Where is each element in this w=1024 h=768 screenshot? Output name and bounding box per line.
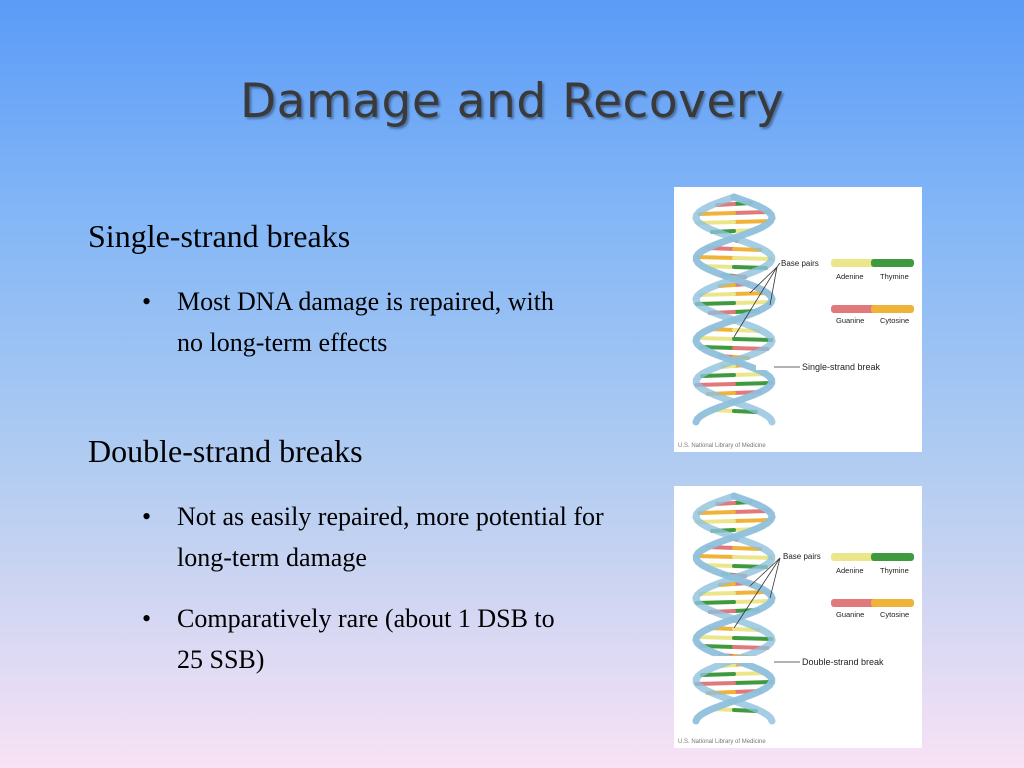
adenine-swatch [831,553,877,561]
bullet-text: Most DNA damage is repaired, with no lon… [177,287,554,357]
dna-backbone-strand [692,492,776,725]
base-pair-rung [732,381,774,386]
base-pair-rung [694,681,736,686]
dna-backbone-strand [692,193,776,426]
base-pair-rung [732,219,773,224]
break-label: Double-strand break [802,657,884,667]
strand-break-gap [756,363,770,370]
bullet-item: • Comparatively rare (about 1 DSB to 25 … [142,598,582,680]
base-pair-rung [697,510,736,515]
image-credit: U.S. National Library of Medicine [678,443,766,449]
base-pair-rung [732,518,773,523]
base-pair-rung [732,256,774,261]
thymine-swatch [871,553,914,561]
guanine-swatch [831,599,877,607]
bullet-glyph: • [142,604,152,633]
base-pair-rung [700,672,736,677]
bullet-text: Comparatively rare (about 1 DSB to 25 SS… [177,604,555,674]
dna-helix-illustration [692,492,776,725]
strand-break-gap [714,656,770,663]
base-pair-rung [698,591,736,596]
base-pair-rung [732,555,774,560]
adenine-label: Adenine [836,272,864,281]
section-heading-single-strand: Single-strand breaks [88,218,351,254]
base-pair-rung [732,680,774,685]
base-pair-rung [700,373,736,378]
base-pair-rung [694,255,736,260]
bullet-text: Not as easily repaired, more potential f… [177,502,604,572]
thymine-label: Thymine [880,566,909,575]
slide-title: Damage and Recovery [239,74,785,129]
bullet-glyph: • [142,287,152,316]
thymine-swatch [871,259,914,267]
guanine-label: Guanine [836,316,864,325]
base-pair-rung [732,599,774,604]
base-pair-rung [732,300,774,305]
dna-backbone-strand [692,193,776,426]
adenine-swatch [831,259,877,267]
base-pair-rung [697,211,736,216]
bullet-item: • Not as easily repaired, more potential… [142,496,612,578]
break-label: Single-strand break [802,362,881,372]
dna-backbone-strand [692,492,776,725]
dna-helix-illustration [692,193,776,426]
image-credit: U.S. National Library of Medicine [678,739,766,745]
dna-figure-double-strand: Base pairs Adenine Thymine Guanine Cytos… [674,486,922,748]
guanine-label: Guanine [836,610,864,619]
base-pair-rung [732,636,774,641]
base-pair-rung [694,382,736,387]
cytosine-label: Cytosine [880,610,909,619]
base-pairs-label: Base pairs [783,552,821,561]
cytosine-label: Cytosine [880,316,909,325]
thymine-label: Thymine [880,272,909,281]
cytosine-swatch [871,305,914,313]
base-pair-rung [694,554,736,559]
base-pair-rung [732,337,774,342]
adenine-label: Adenine [836,566,864,575]
base-pairs-label: Base pairs [781,259,819,268]
dna-figure-single-strand: Base pairs Adenine Thymine Guanine Cytos… [674,187,922,452]
guanine-swatch [831,305,877,313]
cytosine-swatch [871,599,914,607]
section-heading-double-strand: Double-strand breaks [88,433,363,469]
bullet-item: • Most DNA damage is repaired, with no l… [142,281,582,363]
base-pair-rung [694,635,736,640]
base-pair-rung [694,336,736,341]
base-pair-rung [698,292,736,297]
bullet-glyph: • [142,502,152,531]
